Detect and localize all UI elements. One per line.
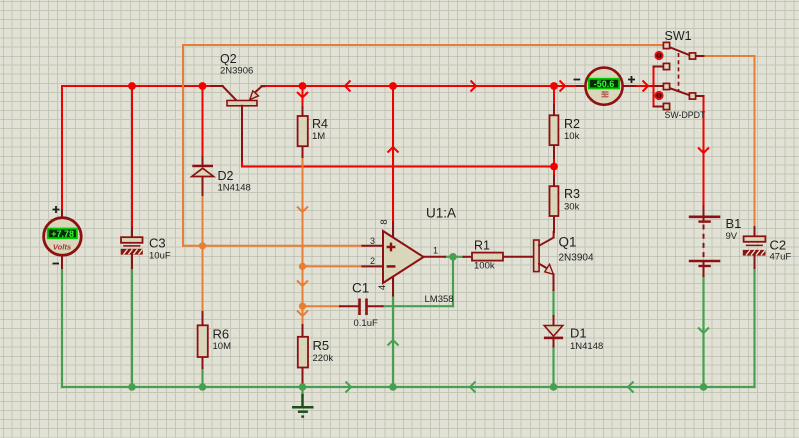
svg-text:Q1: Q1: [559, 235, 577, 250]
svg-text:D1: D1: [570, 326, 587, 341]
svg-text:R5: R5: [313, 338, 330, 353]
svg-text:+7.78: +7.78: [51, 229, 74, 239]
svg-text:R2: R2: [564, 117, 580, 131]
svg-text:LM358: LM358: [425, 294, 454, 305]
svg-text:R3: R3: [564, 187, 580, 201]
svg-text:9V: 9V: [726, 231, 738, 242]
svg-text:2: 2: [370, 256, 375, 266]
svg-text:R6: R6: [213, 327, 230, 342]
svg-text:R4: R4: [312, 117, 328, 131]
svg-text:3: 3: [370, 236, 375, 246]
svg-text:2N3904: 2N3904: [559, 253, 594, 264]
svg-text:1N4148: 1N4148: [570, 341, 603, 352]
svg-text:8: 8: [379, 219, 390, 224]
svg-text:0.1uF: 0.1uF: [354, 318, 378, 329]
svg-text:Volts: Volts: [53, 243, 71, 252]
svg-text:R1: R1: [474, 239, 490, 253]
svg-text:220k: 220k: [313, 353, 334, 364]
svg-text:D2: D2: [218, 169, 234, 183]
svg-text:4: 4: [377, 285, 388, 290]
svg-text:SW1: SW1: [665, 29, 692, 43]
svg-text:1M: 1M: [312, 131, 325, 142]
svg-text:C3: C3: [149, 236, 166, 251]
svg-text:C2: C2: [770, 238, 787, 253]
svg-text:-50.6: -50.6: [594, 79, 615, 89]
svg-text:1: 1: [433, 246, 438, 256]
svg-text:SW-DPDT: SW-DPDT: [665, 110, 707, 120]
svg-text:10M: 10M: [213, 341, 232, 352]
svg-text:47uF: 47uF: [770, 252, 792, 263]
svg-text:2N3906: 2N3906: [220, 66, 253, 77]
svg-text:C1: C1: [352, 281, 369, 296]
svg-text:30k: 30k: [564, 202, 580, 213]
svg-text:U1:A: U1:A: [426, 206, 456, 221]
svg-text:10uF: 10uF: [149, 251, 171, 262]
svg-text:100k: 100k: [474, 261, 495, 272]
svg-text:B1: B1: [726, 216, 742, 231]
svg-text:10k: 10k: [564, 131, 580, 142]
svg-text:1N4148: 1N4148: [218, 183, 251, 194]
svg-text:Q2: Q2: [220, 52, 237, 66]
